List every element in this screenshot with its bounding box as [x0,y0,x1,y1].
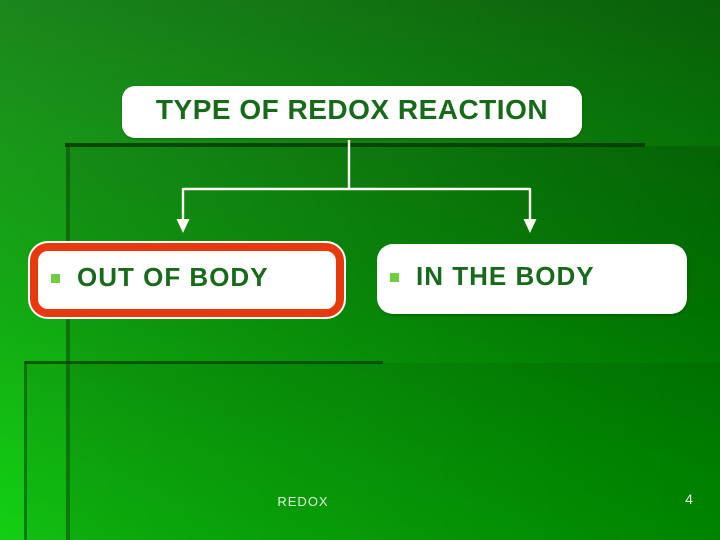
background-accent-line-vertical-upper [66,143,70,540]
node-in-the-body-label: IN THE BODY [416,260,595,291]
node-out-of-body: OUT OF BODY [30,243,344,317]
background-panel-lower [27,363,720,540]
footer-text: REDOX [277,494,329,509]
square-bullet-icon [390,272,399,282]
background-accent-line-horizontal-upper [65,143,645,147]
title-box: TYPE OF REDOX REACTION [122,86,582,138]
background-panel-main [70,146,720,540]
background-accent-line-vertical-lower [24,361,27,540]
node-in-the-body: IN THE BODY [377,244,687,314]
slide-title: TYPE OF REDOX REACTION [155,94,549,125]
background-accent-line-horizontal-lower [25,361,383,364]
node-out-of-body-label: OUT OF BODY [77,261,269,292]
page-number: 4 [685,491,693,507]
square-bullet-icon [51,273,60,283]
